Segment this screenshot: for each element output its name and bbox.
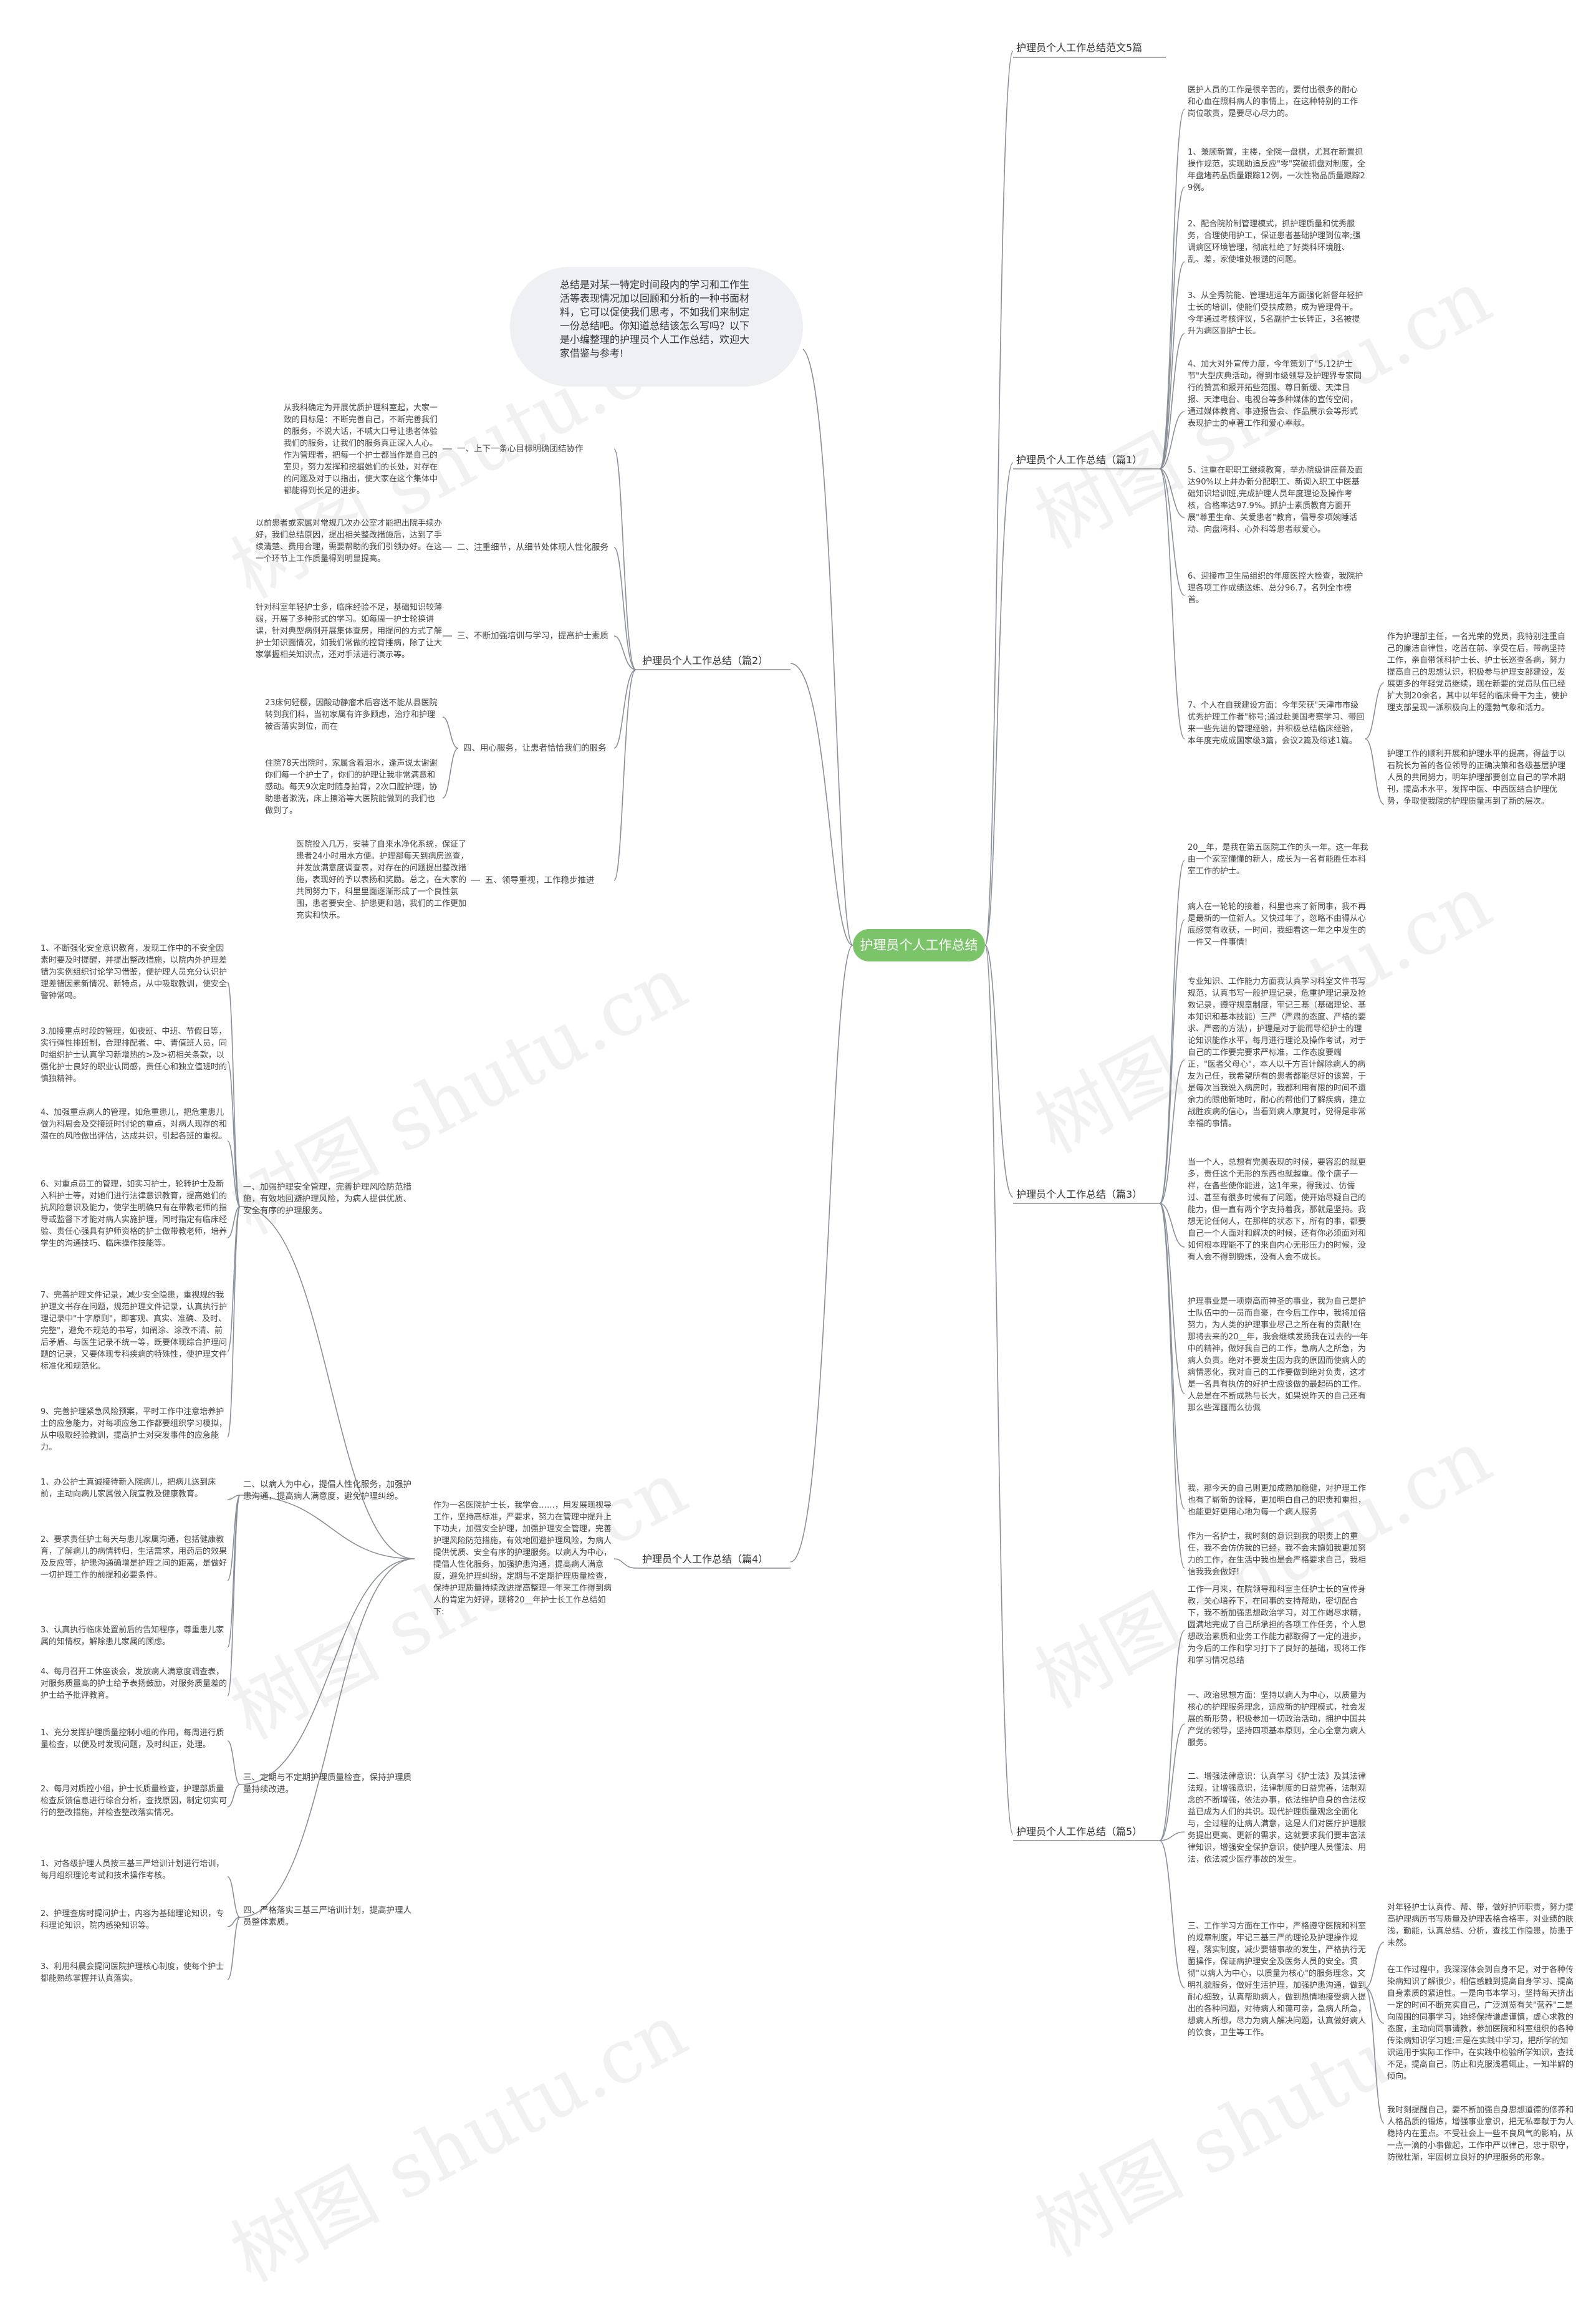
p1-text-1: 1、兼顾新置，主楼，全院一盘棋，尤其在新置抓操作规范，实现助追反应"零"突破抓盘… xyxy=(1188,148,1365,193)
p3-text-3: 当一个人，总想有完美表现的时候，要容忍的就更多，责任这个无形的东西也就越重。像个… xyxy=(1188,1158,1367,1262)
p1-right-text-1: 护理工作的顺利开展和护理水平的提高，得益于以石院长为首的各位领导的正确决策和各级… xyxy=(1387,749,1566,806)
link-center-b0 xyxy=(984,51,1014,946)
p2-sub-4[interactable]: 五、领导重视，工作稳步推进 xyxy=(485,875,595,885)
p2-text-4: 住院78天出院时，家属含着泪水，逢声说太谢谢你们每一个护士了，你们的护理让我非常… xyxy=(265,759,438,816)
p4-item-13: 2、护理查房时提问护士，内容为基础理论知识，专科理论知识，院内感染知识等。 xyxy=(41,1909,224,1930)
p5-right-text-1: 在工作过程中，我深深体会到自身不足，对于各种传染病知识了解很少，相信感触到提高自… xyxy=(1387,1965,1574,2081)
p5-sub-1: 二、增强法律意识：认真学习《护士法》及其法律法规，让增强意识，法律制度的日益完善… xyxy=(1188,1772,1367,1864)
p5-sub-0: 一、政治思想方面：坚持以病人为中心，以质量为核心的护理服务理念，适应新的护理模式… xyxy=(1188,1691,1367,1748)
b2-links xyxy=(442,448,637,881)
p5-right-text-0: 对年轻护士认真传、帮、带，做好护师职责，努力提高护理病历书写质量及护理表格合格率… xyxy=(1387,1903,1574,1948)
p2-sub-0[interactable]: 一、上下一条心目标明确团结协作 xyxy=(457,444,584,454)
p1-text-5: 5、注重在职职工继续教育，举办院级讲座普及面达90%以上并办新分配职工、新调入职… xyxy=(1188,466,1363,534)
p4-sub-3[interactable]: 四、严格落实三基三严培训计划，提高护理人员整体素质。 xyxy=(243,1905,411,1927)
p2-sub-3[interactable]: 四、用心服务，让患者恰恰我们的服务 xyxy=(463,743,607,753)
p3-text-5: 我，那今天的自己则更加成熟加稳健，对护理工作也有了崭新的诠释，更加明白自己的职责… xyxy=(1188,1484,1367,1517)
b3-links xyxy=(1159,860,1185,1569)
p4-item-7: 2、要求责任护士每天与患儿家属沟通，包括健康教育，了解病儿的病情转归，生活需求，… xyxy=(41,1535,228,1580)
b5-links xyxy=(1159,1630,1385,2124)
branch-title-5[interactable]: 护理员个人工作总结（篇5） xyxy=(1016,1826,1143,1837)
p4-sub-0[interactable]: 一、加强护理安全管理，完善护理风险防范措施，有效地回避护理风险，为病人提供优质、… xyxy=(243,1182,411,1216)
p3-text-4: 护理事业是一项崇高而神圣的事业，我为自己是护士队伍中的一员而自豪，在今后工作中，… xyxy=(1188,1297,1368,1413)
p3-text-6: 作为一名护士，我时刻的意识到我的职责上的重任，我不会仿仿我的已经，我不会未讀如我… xyxy=(1188,1532,1367,1577)
intro-text: 总结是对某一特定时间段内的学习和工作生活等表现情况加以回顾和分析的一种书面材料，… xyxy=(560,279,750,359)
p4-item-8: 3、认真执行临床处置前后的告知程序，尊重患儿家属的知情权，解除患儿家属的顾虑。 xyxy=(41,1625,224,1647)
link-center-b3 xyxy=(984,945,1014,1198)
link-center-intro xyxy=(802,349,853,946)
p4-item-14: 3、利用科晨会提问医院护理核心制度，使每个护士都能熟练掌握并认真落实。 xyxy=(41,1962,224,1983)
branch-title-2[interactable]: 护理员个人工作总结（篇2） xyxy=(642,655,769,667)
p4-item-6: 1、办公护士真诚接待新入院病儿，把病儿送到床前，主动向病儿家属做入院宣教及健康教… xyxy=(41,1478,216,1499)
p4-item-4: 7、完善护理文件记录，减少安全隐患，重视规的我护理文书存在问题，规范护理文件记录… xyxy=(41,1291,228,1371)
p2-text-2: 针对科室年轻护士多，临床经验不足，基础知识较薄弱，开展了多种形式的学习。如每周一… xyxy=(256,603,443,660)
p1-text-0: 医护人员的工作是很辛苦的，要付出很多的耐心和心血在照料病人的事情上，在这种特别的… xyxy=(1188,85,1358,118)
p5-sub-2: 三、工作学习方面在工作中，严格遵守医院和科室的规章制度，牢记三基三严的理论及护理… xyxy=(1188,1922,1367,2038)
b4-links xyxy=(227,981,637,1980)
p4-item-2: 4、加强重点病人的管理，如危重患儿，把危重患儿做为科周会及交接班时讨论的重点，对… xyxy=(41,1108,228,1141)
connector-lines xyxy=(227,51,1385,2124)
p4-item-5: 9、完善护理紧急风险预案，平时工作中注意培养护士的应急能力，对每项应急工作都要组… xyxy=(41,1407,228,1452)
branch-title-4[interactable]: 护理员个人工作总结（篇4） xyxy=(642,1553,769,1565)
p4-item-1: 3.加接重点时段的管理，如夜班、中班、节假日等，实行弹性排班制，合理排配者、中、… xyxy=(41,1027,228,1084)
p4-sub-2[interactable]: 三、定期与不定期护理质量检查，保持护理质量持续改进。 xyxy=(243,1773,411,1794)
p1-text-7: 7、个人在自我建设方面：今年荣获"天津市市级优秀护理工作者"称号;通过赴美国考察… xyxy=(1188,701,1365,746)
p2-text-5: 医院投入几万，安装了自来水净化系统，保证了患者24小时用水方便。护理部每天到病房… xyxy=(296,840,469,920)
p4-item-0: 1、不断强化安全意识教育，发现工作中的不安全因素时要及时提醒，并提出整改措施，以… xyxy=(41,944,228,1001)
p3-text-1: 病人在一轮轮的接着，科里也来了新同事，我不再是最新的一位新人。又快过年了，忽略不… xyxy=(1188,902,1367,947)
central-topic[interactable]: 护理员个人工作总结 xyxy=(853,929,985,961)
p4-item-9: 4、每月召开工休座谈会，发放病人满意度调查表，对服务质量高的护士给予表扬鼓励，对… xyxy=(41,1667,228,1700)
p1-text-3: 3、从全秀院能、管理班运年方面强化新督年轻护士长的培训，使能们受扶成熟，成为管理… xyxy=(1188,291,1363,336)
p1-text-2: 2、配合院阶制管理模式，抓护理质量和优秀服务，合理使用护工，保证患者基础护理到位… xyxy=(1188,219,1361,264)
branch-title-0[interactable]: 护理员个人工作总结范文5篇 xyxy=(1016,42,1143,54)
p3-text-0: 20__年，是我在第五医院工作的头一年。这一年我由一个家室懂懂的新人，成长为一名… xyxy=(1188,843,1368,876)
p2-text-0: 从我科确定为开展优质护理科室起，大家一致的目标是：不断完善自己，不断完善我们的服… xyxy=(284,403,438,496)
b1-links xyxy=(1159,108,1385,805)
p5-intro: 工作一月来，在院领导和科室主任护士长的宣传身教，关心培养下，在同事的支持帮助，密… xyxy=(1188,1585,1367,1665)
p4-item-12: 1、对各级护理人员按三基三严培训计划进行培训，每月组织理论考试和技术操作考核。 xyxy=(41,1859,224,1881)
link-center-b5 xyxy=(984,945,1014,1835)
p5-right-text-2: 我时刻提醒自己，要不断加强自身思想道德的修养和人格品质的锻炼，增强事业意识，把无… xyxy=(1387,2106,1574,2162)
link-center-b2 xyxy=(790,663,853,946)
p2-text-3: 23床何轻樱，因酸动静瘤术后容送不能从县医院转到我们科，当初家属有许多顾虑，治疗… xyxy=(265,698,438,731)
p4-item-10: 1、充分发挥护理质量控制小组的作用，每周进行质量检查，以便及时发现问题，及时纠正… xyxy=(41,1728,224,1750)
branch-title-1[interactable]: 护理员个人工作总结（篇1） xyxy=(1016,454,1143,466)
p4-item-11: 2、每月对质控小组，护士长质量检查，护理部质量检查反馈信息进行综合分析，查找原因… xyxy=(41,1784,228,1818)
link-center-b4 xyxy=(790,945,853,1563)
link-center-b1 xyxy=(984,462,1014,946)
p2-text-1: 以前患者或家属对常规几次办公室才能把出院手续办好，我们总结原因，提出相关整改措施… xyxy=(256,519,443,564)
p3-text-2: 专业知识、工作能力方面我认真学习科室文件书写规范，认真书写一般护理记录，危重护理… xyxy=(1188,977,1367,1129)
p2-sub-1[interactable]: 二、注重细节，从细节处体现人性化服务 xyxy=(457,542,608,552)
p4-intro: 作为一名医院护士长，我学会……，用发展现视导工作，坚持高标准，严要求，努力在管理… xyxy=(433,1501,612,1617)
p4-sub-1[interactable]: 二、以病人为中心，提倡人性化服务，加强护患沟通，提高病人满意度，避免护理纠纷。 xyxy=(243,1480,411,1501)
p1-right-text-0: 作为护理部主任，一名光荣的党员，我特别注重自己的廉洁自律性，吃苦在前、享受在后，… xyxy=(1387,632,1568,713)
p2-sub-2[interactable]: 三、不断加强培训与学习，提高护士素质 xyxy=(457,631,608,641)
p4-item-3: 6、对重点员工的管理，如实习护士，轮转护士及新入科护士等，对她们进行法律意识教育… xyxy=(41,1180,228,1248)
p1-text-6: 6、迎接市卫生局组织的年度医控大检查，我院护理各项工作成绩送练、总分96.7，名… xyxy=(1188,572,1363,605)
intro-bubble[interactable]: 总结是对某一特定时间段内的学习和工作生活等表现情况加以回顾和分析的一种书面材料，… xyxy=(510,267,803,387)
branch-title-3[interactable]: 护理员个人工作总结（篇3） xyxy=(1016,1188,1143,1200)
p1-text-4: 4、加大对外宣传力度，今年策划了"5.12护士节"大型庆典活动，得到市级领导及护… xyxy=(1188,360,1362,428)
